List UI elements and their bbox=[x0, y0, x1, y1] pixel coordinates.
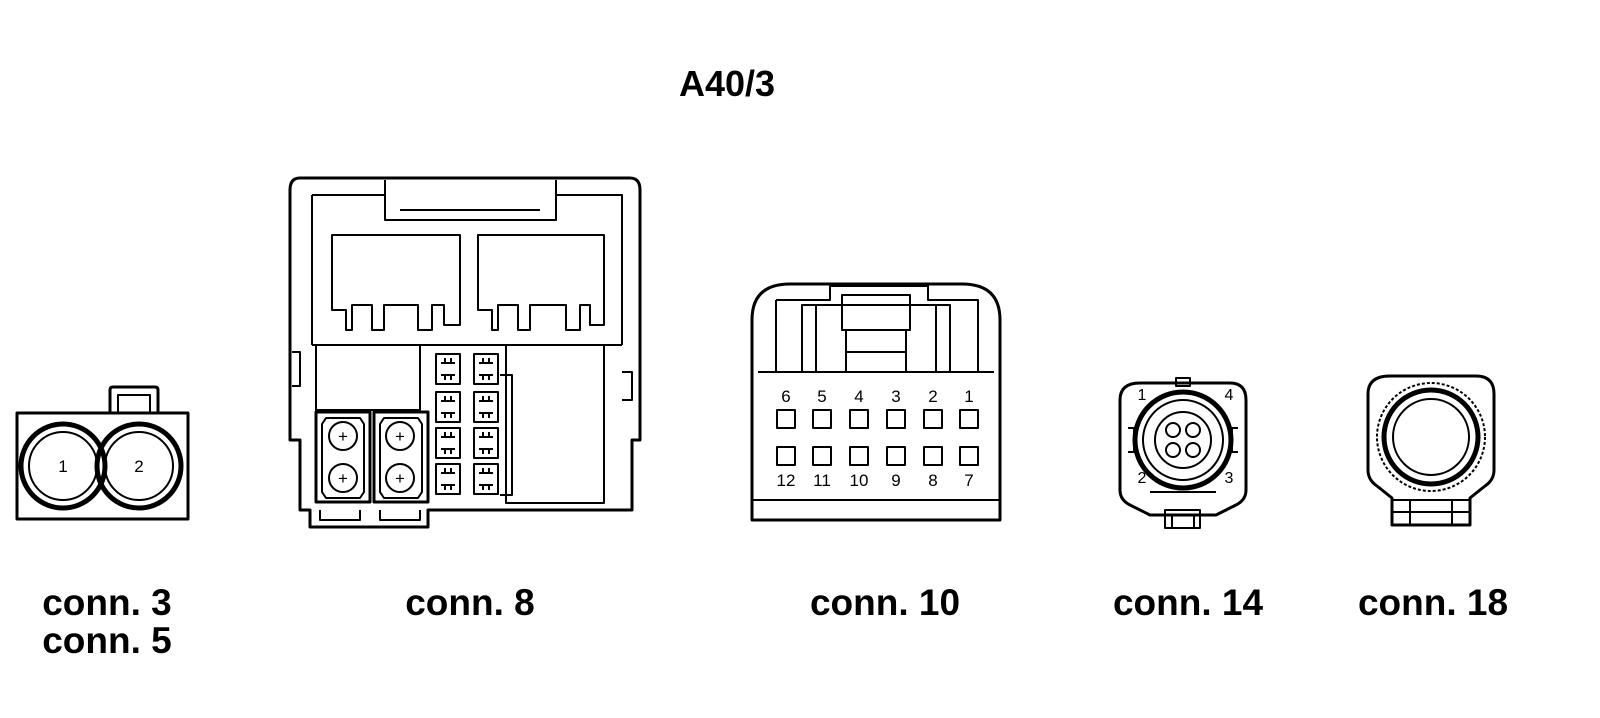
connector-3-5-drawing: 1 2 bbox=[15, 385, 190, 521]
pin-cavity bbox=[849, 409, 869, 429]
pin-label: 1 bbox=[964, 387, 973, 406]
connector-14-drawing: 1 4 2 3 bbox=[1118, 377, 1248, 529]
pin-cavity bbox=[886, 409, 906, 429]
pin-cavity bbox=[923, 446, 943, 466]
pin-label: 11 bbox=[813, 471, 831, 490]
pin-label: 10 bbox=[850, 471, 869, 490]
connector-caption: conn. 3 bbox=[42, 582, 172, 623]
pin-label: 3 bbox=[891, 387, 900, 406]
signal-pin-cavity bbox=[435, 353, 461, 385]
pin-cavity bbox=[886, 446, 906, 466]
signal-pin-cavity bbox=[435, 427, 461, 459]
connector-caption: conn. 10 bbox=[810, 582, 960, 623]
connector-caption: conn. 8 bbox=[405, 582, 535, 623]
signal-pin-cavity bbox=[473, 463, 499, 495]
pin-label: 2 bbox=[928, 387, 937, 406]
connector-18-drawing bbox=[1366, 374, 1496, 527]
pin-label: 12 bbox=[777, 471, 796, 490]
pin-label: 1 bbox=[58, 457, 67, 476]
pin-label: 4 bbox=[1225, 387, 1234, 404]
pin-label: 6 bbox=[781, 387, 790, 406]
pin-label: 8 bbox=[928, 471, 937, 490]
svg-text:+: + bbox=[338, 427, 348, 446]
svg-text:+: + bbox=[395, 469, 405, 488]
pin-cavity bbox=[776, 446, 796, 466]
connector-8-drawing: + + + + bbox=[288, 176, 642, 529]
pin-cavity bbox=[812, 409, 832, 429]
svg-text:+: + bbox=[338, 469, 348, 488]
signal-pin-cavity bbox=[435, 463, 461, 495]
pin-label: 4 bbox=[854, 387, 863, 406]
pin-label: 9 bbox=[891, 471, 900, 490]
pin-label: 3 bbox=[1225, 470, 1234, 487]
pin-cavity bbox=[959, 409, 979, 429]
pin-label: 2 bbox=[134, 457, 143, 476]
pin-cavity bbox=[812, 446, 832, 466]
svg-text:+: + bbox=[395, 427, 405, 446]
diagram-title: A40/3 bbox=[679, 63, 775, 104]
signal-pin-cavity bbox=[473, 391, 499, 423]
pin-label: 2 bbox=[1138, 470, 1147, 487]
pin-label: 5 bbox=[817, 387, 826, 406]
pin-cavity bbox=[849, 446, 869, 466]
signal-pin-cavity bbox=[473, 427, 499, 459]
pin-label: 1 bbox=[1138, 387, 1147, 404]
signal-pin-cavity bbox=[435, 391, 461, 423]
pin-label: 7 bbox=[964, 471, 973, 490]
connector-caption: conn. 5 bbox=[42, 620, 172, 661]
pin-cavity bbox=[923, 409, 943, 429]
connector-caption: conn. 18 bbox=[1358, 582, 1508, 623]
connector-caption: conn. 14 bbox=[1113, 582, 1264, 623]
pin-cavity bbox=[776, 409, 796, 429]
signal-pin-cavity bbox=[473, 353, 499, 385]
pin-cavity bbox=[959, 446, 979, 466]
connector-10-drawing: 6 12 5 11 4 10 3 9 2 8 1 7 bbox=[750, 282, 1002, 522]
